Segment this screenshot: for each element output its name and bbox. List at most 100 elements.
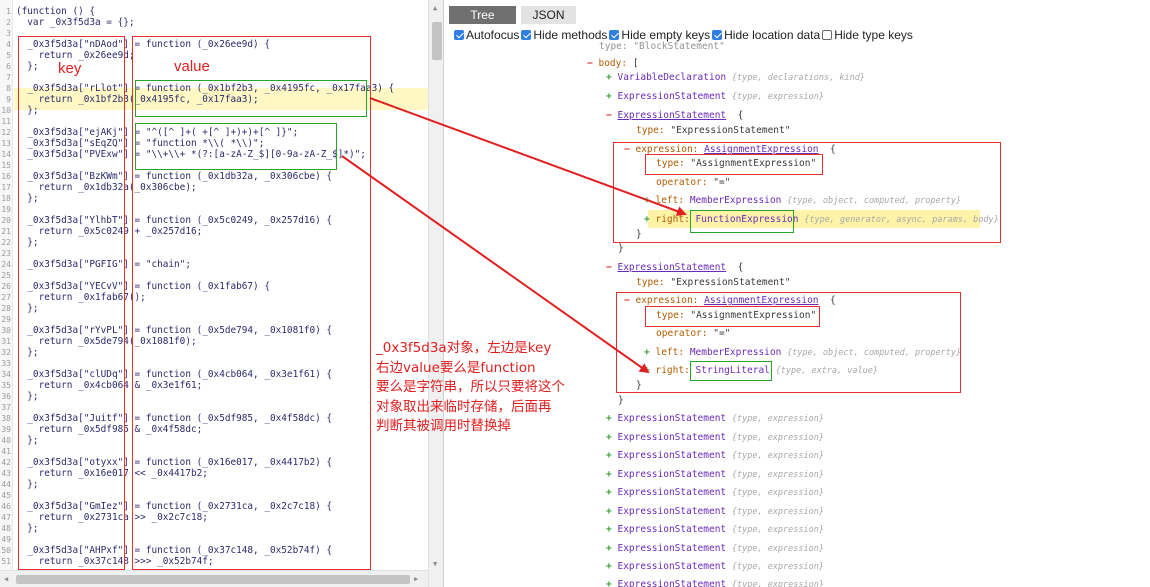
tree-prop: operator: "=" xyxy=(656,328,731,339)
line-number: 5 xyxy=(6,51,11,60)
option-hide-methods[interactable]: Hide methods xyxy=(521,28,607,42)
tree-node[interactable]: + ExpressionStatement {type, expression} xyxy=(606,561,824,573)
expand-icon[interactable]: + xyxy=(606,469,612,480)
option-label: Autofocus xyxy=(466,28,520,42)
collapse-icon[interactable]: − xyxy=(624,144,630,155)
tree-prop: type: "ExpressionStatement" xyxy=(636,277,791,288)
tree-node[interactable]: + ExpressionStatement {type, expression} xyxy=(606,91,824,102)
node-props: {type, expression} xyxy=(731,451,824,461)
tree-brace: } xyxy=(618,395,624,406)
checkbox[interactable] xyxy=(822,30,833,40)
vertical-scroll-thumb[interactable] xyxy=(432,22,442,60)
scroll-left-arrow-icon[interactable]: ◀ xyxy=(4,575,9,583)
tree-node[interactable]: − ExpressionStatement { xyxy=(606,110,744,121)
line-highlight xyxy=(14,88,428,110)
code-line: return _0x5c0249 + _0x257d16; xyxy=(16,226,203,237)
tree-node[interactable]: + ExpressionStatement {type, expression} xyxy=(606,487,824,499)
tree-node[interactable]: + left: MemberExpression {type, object, … xyxy=(644,347,962,358)
scroll-up-arrow-icon[interactable]: ▲ xyxy=(433,4,438,12)
node-type: ExpressionStatement xyxy=(617,469,727,480)
tree-node[interactable]: + ExpressionStatement {type, expression} xyxy=(606,579,824,587)
tree-node[interactable]: + VariableDeclaration {type, declaration… xyxy=(606,72,865,83)
line-number: 7 xyxy=(6,73,11,82)
expand-icon[interactable]: + xyxy=(606,432,612,443)
scroll-down-arrow-icon[interactable]: ▼ xyxy=(433,560,438,568)
code-line: _0x3f5d3a["rYvPL"] = function (_0x5de794… xyxy=(16,325,333,336)
code-line: _0x3f5d3a["Juitf"] = function (_0x5df985… xyxy=(16,413,333,424)
line-number: 33 xyxy=(1,359,11,368)
node-props: {type, expression} xyxy=(731,562,824,572)
checkbox[interactable] xyxy=(609,30,620,40)
tree-node[interactable]: + left: MemberExpression {type, object, … xyxy=(644,195,962,206)
tree-brace: } xyxy=(636,229,642,240)
checkbox[interactable] xyxy=(521,30,532,40)
node-props: {type, expression} xyxy=(731,433,824,443)
tree-prop: type: "ExpressionStatement" xyxy=(636,125,791,136)
line-number: 16 xyxy=(1,172,11,181)
tree-node[interactable]: − expression: AssignmentExpression { xyxy=(624,295,836,306)
checkbox[interactable] xyxy=(712,30,723,40)
tree-node[interactable]: + ExpressionStatement {type, expression} xyxy=(606,506,824,518)
expand-icon[interactable]: + xyxy=(606,561,612,572)
horizontal-scroll-thumb[interactable] xyxy=(16,575,410,584)
expand-icon[interactable]: + xyxy=(606,91,612,102)
tree-node[interactable]: + ExpressionStatement {type, expression} xyxy=(606,524,824,536)
tree-node[interactable]: + ExpressionStatement {type, expression} xyxy=(606,432,824,444)
vertical-scrollbar[interactable]: ▲ ▼ xyxy=(428,0,443,587)
code-line: }; xyxy=(16,479,39,490)
code-line: return _0x1db32a(_0x306cbe); xyxy=(16,182,197,193)
option-hide-type-keys[interactable]: Hide type keys xyxy=(822,28,913,42)
expand-icon[interactable]: + xyxy=(644,347,650,358)
tree-node[interactable]: + right: FunctionExpression {type, gener… xyxy=(644,214,999,225)
collapse-icon[interactable]: − xyxy=(606,262,612,273)
collapse-icon[interactable]: − xyxy=(587,58,593,69)
scroll-right-arrow-icon[interactable]: ▶ xyxy=(414,575,419,583)
tree-node[interactable]: + ExpressionStatement {type, expression} xyxy=(606,450,824,462)
line-number: 28 xyxy=(1,304,11,313)
line-number: 51 xyxy=(1,557,11,566)
tab-json[interactable]: JSON xyxy=(521,6,576,24)
line-number: 1 xyxy=(6,7,11,16)
expand-icon[interactable]: + xyxy=(606,579,612,587)
line-number: 23 xyxy=(1,249,11,258)
line-number: 48 xyxy=(1,524,11,533)
line-number: 11 xyxy=(1,117,11,126)
expand-icon[interactable]: + xyxy=(606,72,612,83)
tree-node[interactable]: − ExpressionStatement { xyxy=(606,262,744,273)
tree-prop: type: "AssignmentExpression" xyxy=(656,158,817,169)
expand-icon[interactable]: + xyxy=(644,195,650,206)
option-hide-empty-keys[interactable]: Hide empty keys xyxy=(609,28,710,42)
node-type: ExpressionStatement xyxy=(617,543,727,554)
code-line: _0x3f5d3a["ejAKj"] = "^([^ ]+( +[^ ]+)+)… xyxy=(16,127,299,138)
expand-icon[interactable]: + xyxy=(644,214,650,225)
tree-node[interactable]: + ExpressionStatement {type, expression} xyxy=(606,469,824,481)
tree-node[interactable]: + ExpressionStatement {type, expression} xyxy=(606,413,824,425)
node-type: ExpressionStatement xyxy=(617,524,727,535)
code-line: }; xyxy=(16,435,39,446)
tree-body-node[interactable]: − body: [ xyxy=(587,58,639,69)
code-line: }; xyxy=(16,523,39,534)
expand-icon[interactable]: + xyxy=(606,487,612,498)
checkbox[interactable] xyxy=(454,30,464,40)
collapse-icon[interactable]: − xyxy=(624,295,630,306)
expand-icon[interactable]: + xyxy=(606,524,612,535)
line-number: 18 xyxy=(1,194,11,203)
node-type: ExpressionStatement xyxy=(617,579,727,587)
expand-icon[interactable]: + xyxy=(606,450,612,461)
tab-tree[interactable]: Tree xyxy=(449,6,516,24)
expand-icon[interactable]: + xyxy=(606,543,612,554)
tree-node[interactable]: − expression: AssignmentExpression { xyxy=(624,144,836,155)
expand-icon[interactable]: + xyxy=(606,506,612,517)
expand-icon[interactable]: + xyxy=(606,413,612,424)
option-hide-location-data[interactable]: Hide location data xyxy=(712,28,820,42)
tree-node[interactable]: + right: StringLiteral {type, extra, val… xyxy=(644,365,878,376)
collapse-icon[interactable]: − xyxy=(606,110,612,121)
tree-node[interactable]: + ExpressionStatement {type, expression} xyxy=(606,543,824,555)
code-line: }; xyxy=(16,303,39,314)
option-autofocus[interactable]: Autofocus xyxy=(454,28,519,42)
horizontal-scrollbar[interactable]: ◀ ▶ xyxy=(0,570,428,587)
expand-icon[interactable]: + xyxy=(644,365,650,376)
